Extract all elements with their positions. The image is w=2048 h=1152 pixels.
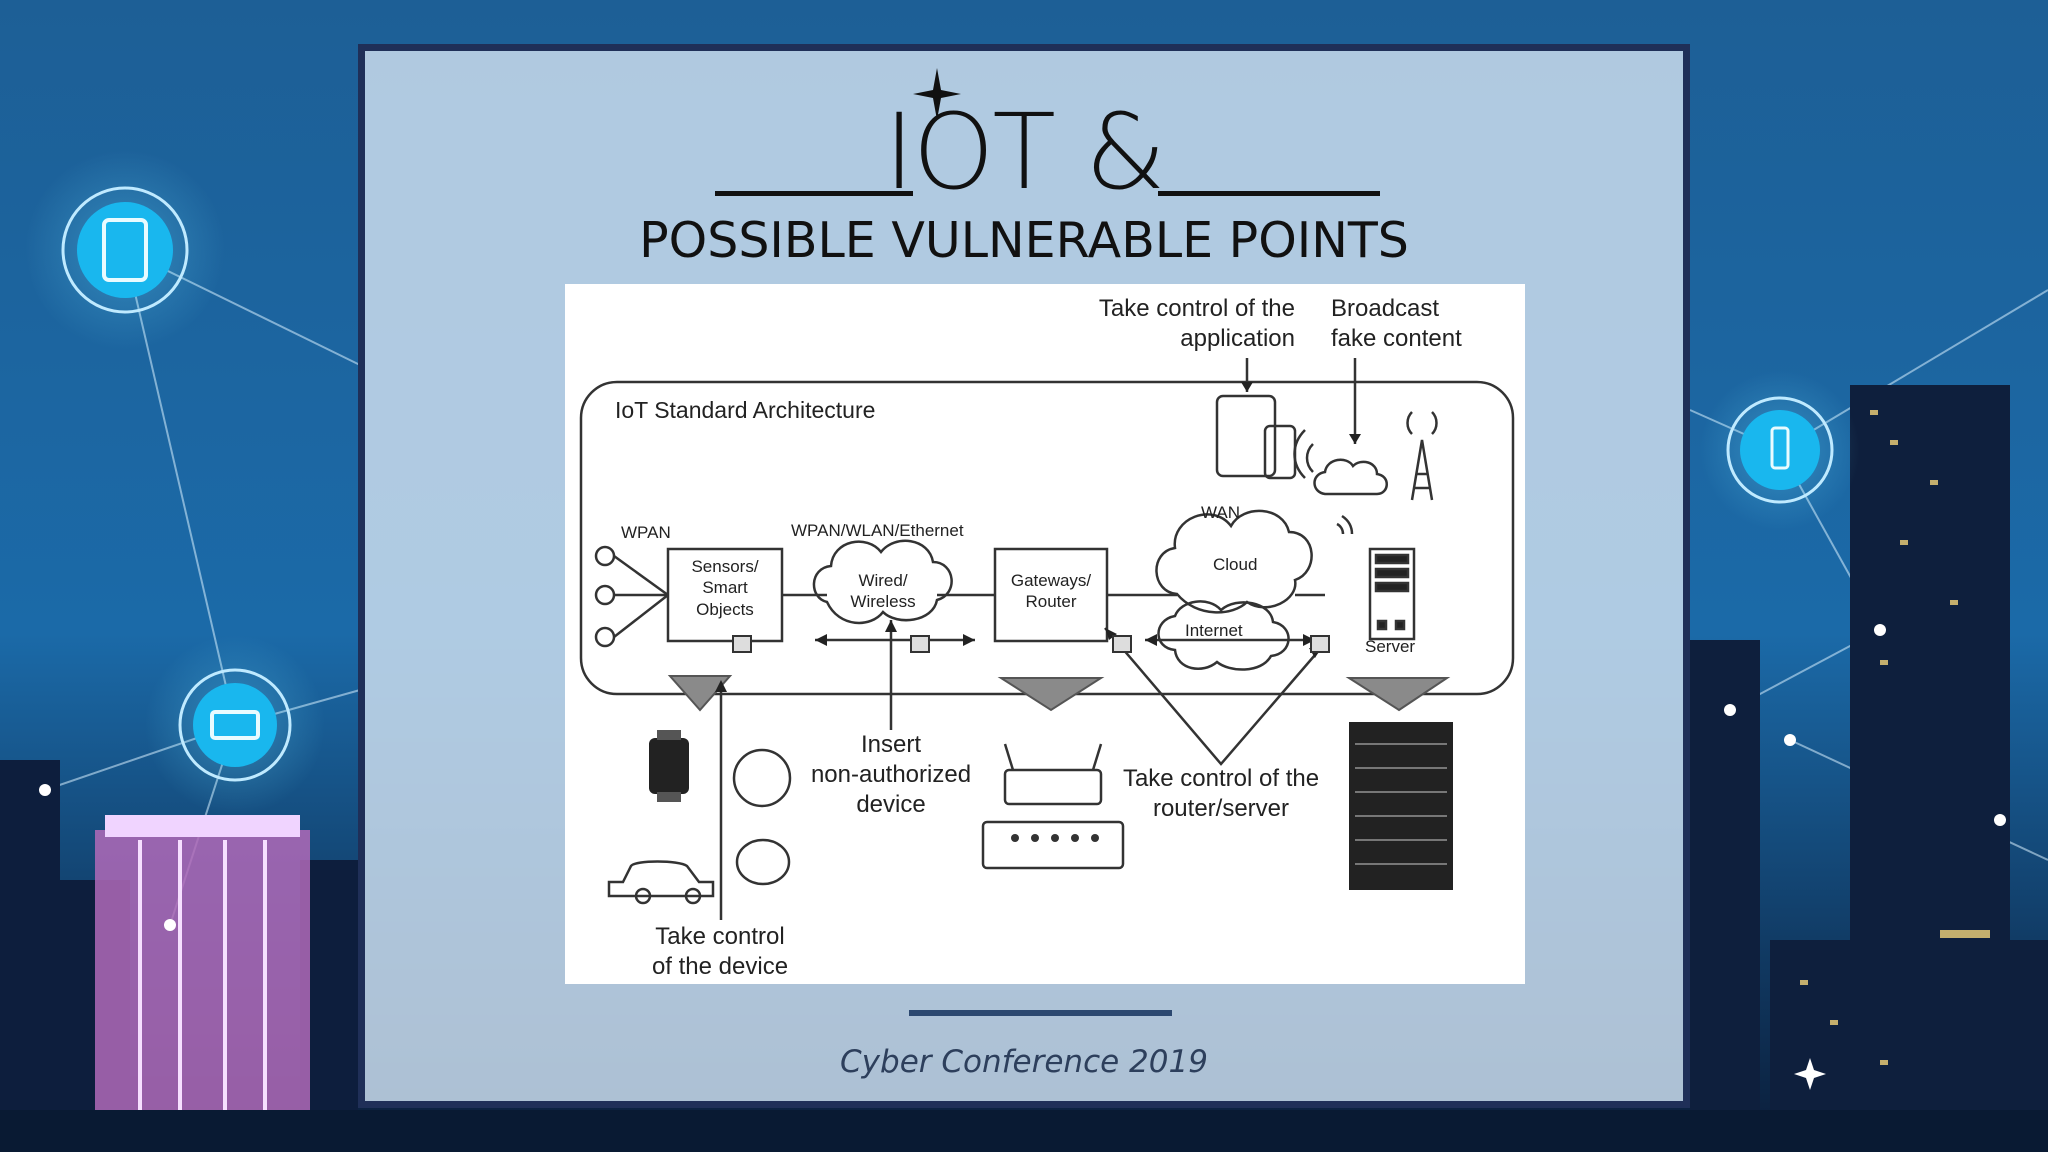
architecture-label: IoT Standard Architecture: [615, 397, 876, 423]
camera-icon: [735, 838, 791, 886]
slide-subtitle: POSSIBLE VULNERABLE POINTS: [639, 212, 1409, 269]
switch-icon: [981, 820, 1125, 870]
internet-label: Internet: [1185, 621, 1243, 640]
gateway-label: Gateways/Router: [1010, 571, 1092, 612]
wan-label: WAN: [1201, 503, 1241, 522]
lock-icon: [1112, 635, 1132, 653]
wired-wireless-label: Wired/Wireless: [850, 571, 916, 612]
server-box: [1368, 547, 1416, 641]
slide-title: IOT &: [883, 91, 1166, 213]
lock-icon: [732, 635, 752, 653]
sparkle-icon: [913, 68, 961, 120]
iot-architecture-diagram: IoT Standard Architecture WPAN WPAN/WLAN…: [565, 284, 1525, 984]
tablet: [1215, 394, 1277, 478]
server-label: Server: [1365, 637, 1416, 656]
meter-icon: [732, 748, 792, 808]
server-rack-icon: [1349, 722, 1453, 890]
wpan-wlan-ethernet-label: WPAN/WLAN/Ethernet: [791, 521, 964, 540]
internet-cloud: [1157, 600, 1290, 671]
footer-text: Cyber Conference 2019: [840, 1044, 1208, 1080]
phone: [1263, 424, 1297, 480]
sensors-pointer: [667, 675, 733, 712]
lock-icon: [910, 635, 930, 653]
title-rule-left: [715, 191, 913, 196]
diagram-graphics: [579, 358, 1515, 920]
cloud-label: Cloud: [1213, 555, 1258, 574]
wpan-label: WPAN: [621, 523, 671, 542]
watch-icon: [649, 730, 689, 802]
router-icon: [1003, 768, 1103, 806]
footer-rule: [909, 1010, 1172, 1016]
title-rule-right: [1158, 191, 1380, 196]
wired-wireless-cloud: [812, 539, 953, 625]
lock-icon: [1310, 635, 1330, 653]
server-pointer: [1345, 677, 1451, 712]
gateway-pointer: [997, 677, 1105, 712]
car-icon: [607, 860, 715, 898]
